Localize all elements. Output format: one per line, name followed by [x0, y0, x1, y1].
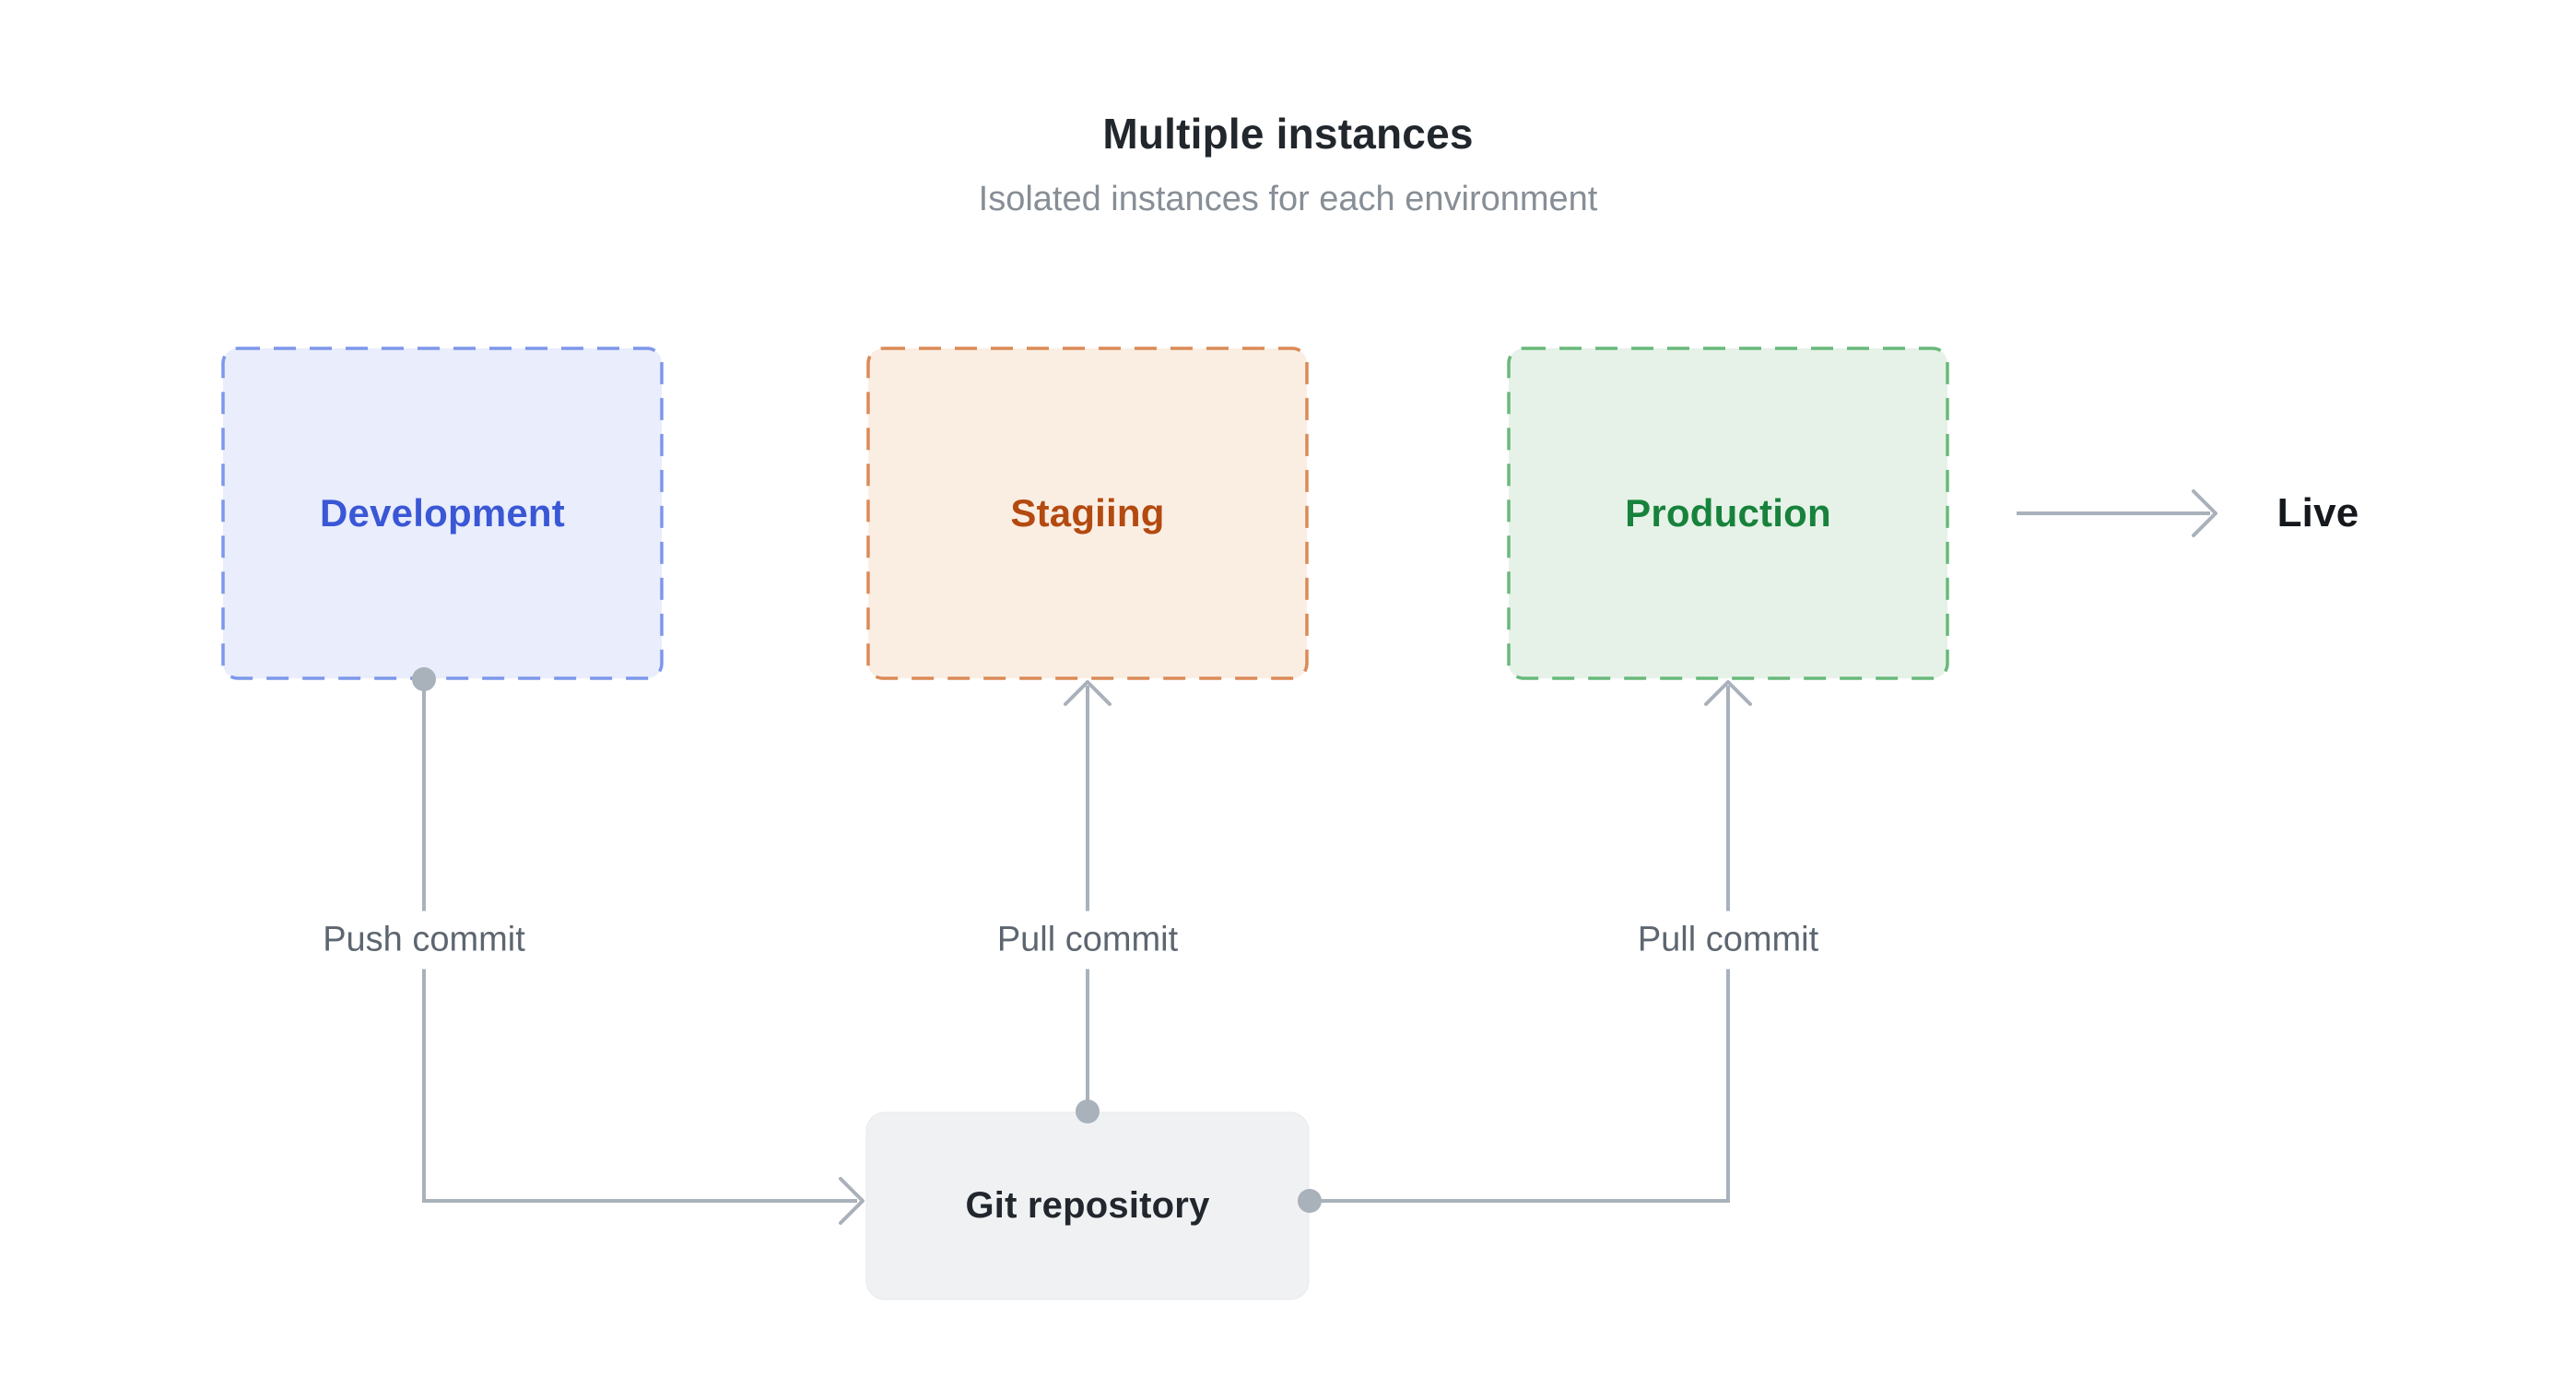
- node-development: Development: [223, 348, 662, 678]
- node-production-label: Production: [1625, 491, 1831, 535]
- page-title: Multiple instances: [1102, 110, 1474, 158]
- push-commit-arrowhead-icon: [839, 1177, 865, 1225]
- live-arrowhead-icon: [2192, 489, 2217, 537]
- node-git-repository: Git repository: [866, 1112, 1309, 1299]
- development-box-outline: [221, 347, 664, 680]
- staging-box-outline: [866, 347, 1309, 680]
- push-commit-connector: [422, 679, 857, 1203]
- edge-label-pull-commit-staging: Pull commit: [980, 911, 1195, 970]
- connector-dot-git-top: [1076, 1099, 1100, 1123]
- live-endpoint-label: Live: [2276, 490, 2359, 535]
- pull-commit-staging-arrowhead-icon: [1064, 680, 1112, 706]
- production-box-outline: [1507, 347, 1949, 680]
- diagram-header: Multiple instances Isolated instances fo…: [0, 109, 2576, 219]
- edge-label-push-commit: Push commit: [306, 911, 542, 970]
- page-subtitle: Isolated instances for each environment: [978, 180, 1598, 218]
- node-staging: Stagiing: [868, 348, 1307, 678]
- node-staging-label: Stagiing: [1010, 491, 1165, 535]
- node-git-repository-label: Git repository: [965, 1185, 1210, 1226]
- edge-label-pull-commit-production: Pull commit: [1620, 911, 1836, 970]
- node-production: Production: [1509, 348, 1947, 678]
- pull-commit-production-arrowhead-icon: [1704, 680, 1752, 706]
- pull-commit-production-connector: [1310, 686, 1730, 1203]
- connector-dot-development: [412, 667, 436, 691]
- connector-dot-git-right: [1298, 1189, 1322, 1213]
- node-development-label: Development: [320, 491, 565, 535]
